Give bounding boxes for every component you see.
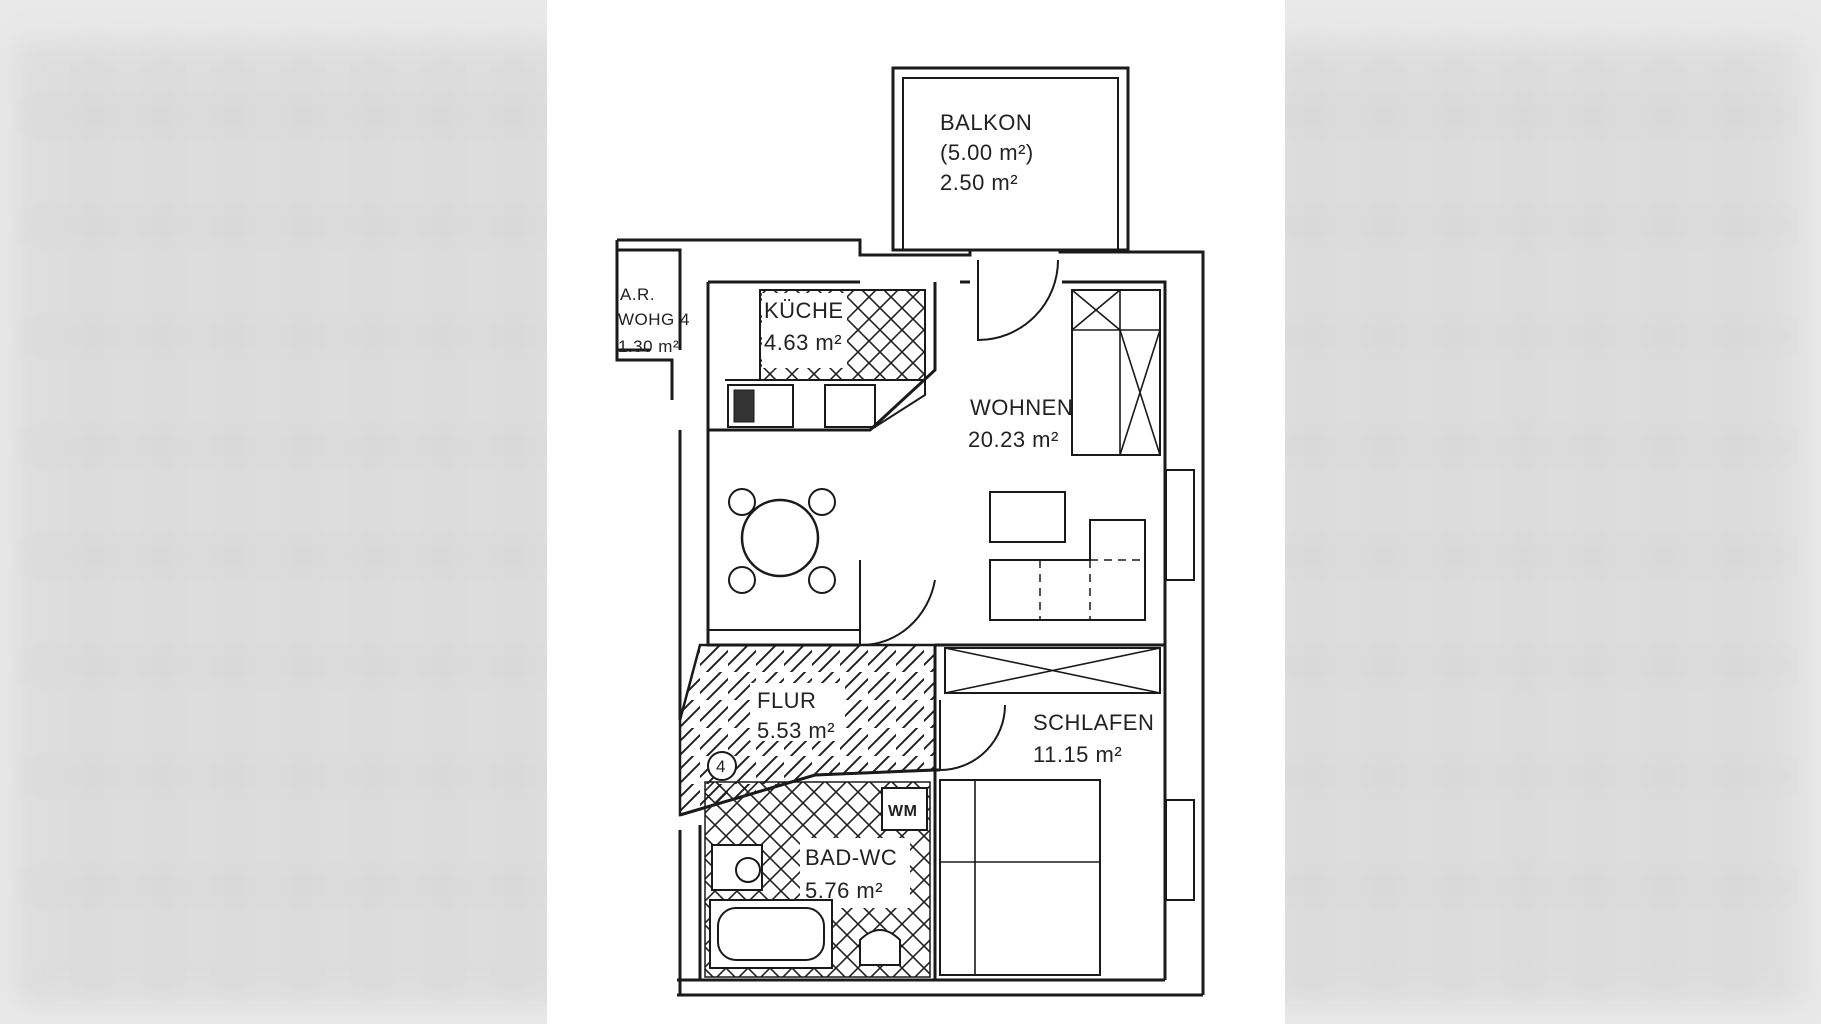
chair-1 <box>728 488 756 516</box>
window-right-upper <box>1165 469 1195 581</box>
bedroom-area: 11.15 m² <box>1033 742 1122 767</box>
living-area: 20.23 m² <box>968 427 1059 452</box>
outer-wall-inner-top <box>708 280 1167 980</box>
bedroom-name: SCHLAFEN <box>1033 710 1154 735</box>
storage-room-area: 1.30 m² <box>618 337 679 356</box>
bed-divider <box>940 780 1100 975</box>
washing-machine-label: WM <box>888 803 917 820</box>
door-living-swing <box>859 560 936 647</box>
chair-2 <box>808 488 836 516</box>
bathtub <box>709 899 833 969</box>
balcony-name: BALKON <box>940 110 1032 135</box>
bathroom-area: 5.76 m² <box>805 878 883 903</box>
apartment-number-circle <box>707 751 737 781</box>
dining-table <box>740 498 820 578</box>
kitchen-name: KÜCHE <box>764 298 844 323</box>
washing-machine-box <box>881 787 928 831</box>
coffee-table <box>989 491 1066 543</box>
chair-3 <box>728 566 756 594</box>
storage-room-wall <box>617 248 682 352</box>
living-wardrobe <box>1071 289 1161 456</box>
wardrobe-divider <box>1072 290 1160 455</box>
flur-label-box <box>750 683 845 741</box>
flur-area: 5.53 m² <box>757 718 835 743</box>
apartment-number: 4 <box>716 757 726 776</box>
wall-living-bottom <box>706 430 1165 647</box>
kitchen-area: 4.63 m² <box>764 330 842 355</box>
sofa-cushions <box>1039 559 1145 620</box>
outer-wall-top <box>617 238 1205 995</box>
kitchen-label-box <box>762 293 847 368</box>
sofa <box>989 519 1146 621</box>
bedroom-wardrobe-cross <box>944 647 1161 694</box>
flur-name: FLUR <box>757 688 816 713</box>
bedroom-wardrobe <box>944 647 1161 694</box>
toilet-area <box>711 844 763 891</box>
wardrobe-cross-1 <box>1071 289 1161 456</box>
bed <box>939 779 1101 976</box>
bathtub-inner <box>717 907 825 961</box>
window-right-lower <box>1165 799 1195 901</box>
balcony-area: 2.50 m² <box>940 170 1018 195</box>
door-balcony-swing <box>977 259 1059 342</box>
washbasin <box>859 929 901 966</box>
sink <box>727 384 794 428</box>
outer-wall-left <box>615 240 682 995</box>
toilet <box>735 857 761 883</box>
outer-wall-bottom <box>677 978 1203 997</box>
sink-basin <box>733 389 755 423</box>
bathroom-name: BAD-WC <box>805 845 897 870</box>
chair-4 <box>808 566 836 594</box>
storage-room-sub: WOHG 4 <box>618 310 690 329</box>
storage-room-name: A.R. <box>620 285 655 304</box>
bathroom-label-box <box>800 838 910 908</box>
living-name: WOHNEN <box>970 395 1073 420</box>
door-bedroom-swing <box>939 700 1006 772</box>
stove <box>824 384 876 428</box>
kitchen-counter-front <box>725 379 926 431</box>
balcony-gross-area: (5.00 m²) <box>940 140 1034 165</box>
